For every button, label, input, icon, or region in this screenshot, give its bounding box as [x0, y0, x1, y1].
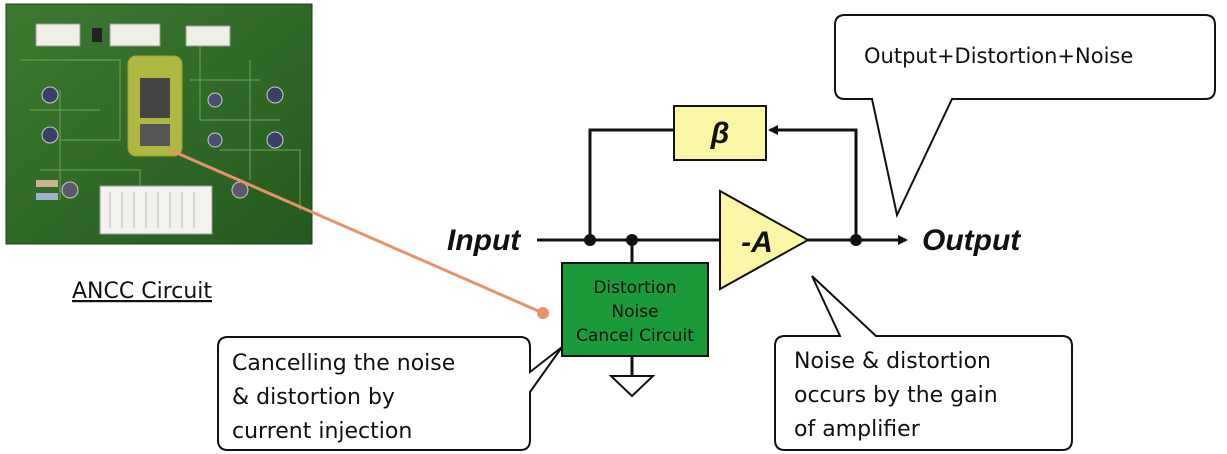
input-label: Input — [447, 224, 522, 257]
amplifier-label: -A — [741, 226, 773, 259]
beta-block — [673, 105, 767, 161]
beta-label: β — [710, 117, 730, 150]
cancel-callout-line-3: current injection — [232, 419, 412, 444]
junction-dot — [850, 234, 862, 246]
ancc-board-photo — [5, 3, 313, 245]
output-callout-text: Output+Distortion+Noise — [864, 44, 1133, 68]
cancel-circuit-line-3: Cancel Circuit — [576, 326, 694, 346]
gain-callout-line-1: Noise & distortion — [794, 349, 991, 374]
cancel-circuit-line-1: Distortion — [593, 278, 676, 298]
board-caption: ANCC Circuit — [72, 279, 212, 304]
gain-callout — [774, 275, 1073, 451]
gain-callout-line-2: occurs by the gain — [794, 383, 998, 408]
junction-dot — [626, 234, 638, 246]
cancel-circuit-line-2: Noise — [611, 302, 658, 322]
pointer-line — [169, 148, 549, 319]
amplifier-triangle — [719, 189, 811, 291]
cancel-callout-line-1: Cancelling the noise — [232, 351, 455, 376]
cancel-callout-line-2: & distortion by — [232, 385, 395, 410]
cancel-circuit-box — [561, 262, 709, 357]
junction-dot — [584, 234, 596, 246]
ground-symbol — [608, 375, 656, 398]
cancel-callout — [217, 336, 563, 451]
output-label: Output — [922, 224, 1022, 257]
output-callout — [834, 14, 1216, 219]
gain-callout-line-3: of amplifier — [794, 417, 921, 442]
